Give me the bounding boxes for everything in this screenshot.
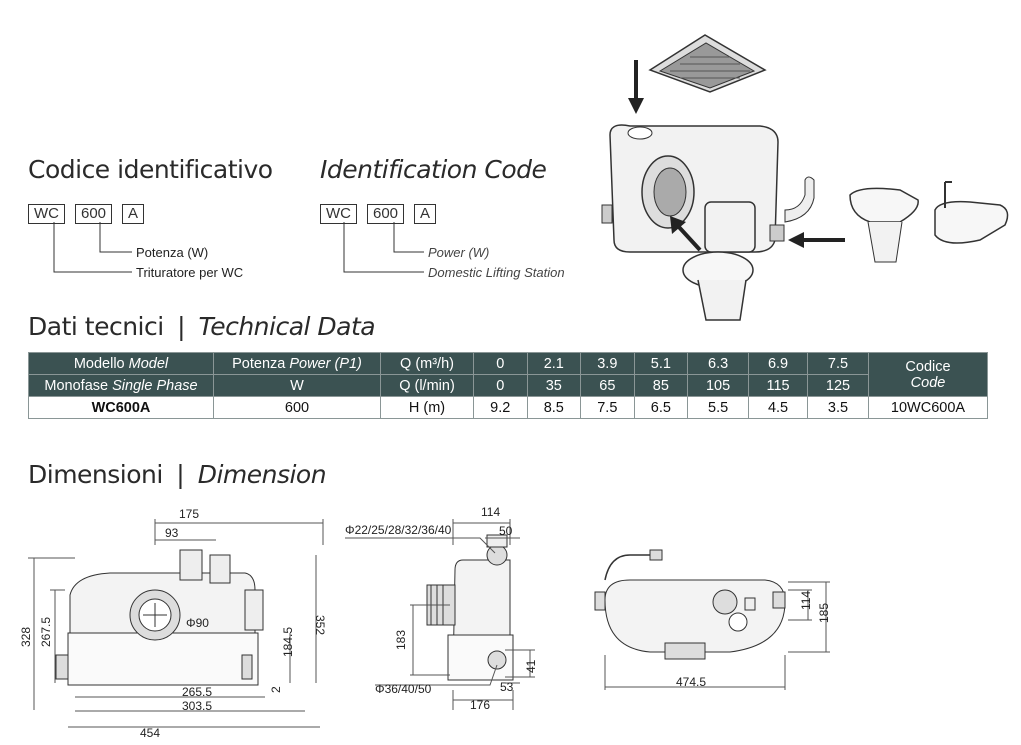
h-label-cell: H (m) — [380, 396, 474, 419]
table-cell: 105 — [687, 374, 750, 397]
code-boxes-en: WC 600 A — [320, 204, 437, 224]
title-separator: | — [177, 312, 186, 341]
power-label-it: Potenza (W) — [136, 245, 209, 260]
phase-header: Monofase Single Phase — [28, 374, 214, 397]
table-cell: 5.5 — [687, 396, 750, 419]
table-row: Modello Model Potenza Power (P1) Q (m³/h… — [28, 352, 988, 397]
toilet-drawing — [682, 201, 756, 321]
table-cell: 35 — [526, 374, 582, 397]
identification-title-it: Codice identificativo — [28, 155, 273, 184]
dim-front-175: 175 — [179, 507, 199, 521]
dimension-title: Dimensioni | Dimension — [28, 460, 327, 489]
q-lmin-header: Q (l/min) — [380, 374, 474, 397]
code-box-a: A — [414, 204, 437, 224]
dimension-title-it: Dimensioni — [28, 460, 163, 489]
table-cell: 5.1 — [633, 352, 689, 375]
table-cell: 0 — [473, 374, 528, 397]
dim-front-303: 303.5 — [182, 699, 212, 713]
code-box-wc: WC — [320, 204, 357, 224]
dim-side-114: 114 — [481, 505, 500, 519]
table-cell: 2.1 — [526, 352, 582, 375]
dim-top-474: 474.5 — [676, 675, 706, 689]
power-cell: 600 — [213, 396, 381, 419]
table-cell: 7.5 — [807, 352, 869, 375]
code-box-a: A — [122, 204, 145, 224]
table-cell: 3.9 — [580, 352, 635, 375]
type-label-en: Domestic Lifting Station — [428, 265, 565, 280]
dim-front-184: 184.5 — [281, 627, 295, 657]
table-cell: 9.2 — [473, 396, 528, 419]
side-view-drawing: 114 50 Φ22/25/28/32/36/40 183 41 53 176 … — [345, 505, 538, 712]
dim-side-183: 183 — [394, 630, 408, 650]
power-header: Potenza Power (P1) — [213, 352, 381, 375]
technical-data-table: Modello Model Potenza Power (P1) Q (m³/h… — [28, 352, 988, 419]
dim-side-176: 176 — [470, 698, 490, 712]
code-cell: 10WC600A — [868, 396, 988, 419]
code-leader-lines-it — [53, 222, 132, 273]
pump-drawing — [601, 124, 785, 253]
code-boxes-it: WC 600 A — [28, 204, 145, 224]
table-cell: 6.5 — [633, 396, 689, 419]
table-cell: 7.5 — [580, 396, 635, 419]
table-cell: 65 — [580, 374, 635, 397]
power-unit-header: W — [213, 374, 381, 397]
front-view-drawing: 175 93 Φ90 328 267.5 352 184.5 2 265.5 3… — [20, 507, 327, 740]
dim-front-352: 352 — [313, 615, 327, 635]
dim-side-phi-bottom: Φ36/40/50 — [375, 682, 432, 696]
q-m3h-header: Q (m³/h) — [380, 352, 474, 375]
table-row: WC600A 600 H (m) 9.2 8.5 7.5 6.5 5.5 4.5… — [28, 396, 988, 419]
washbasin-drawing — [934, 181, 1009, 244]
dimension-title-en: Dimension — [197, 460, 327, 489]
technical-title-en: Technical Data — [198, 312, 376, 341]
dim-front-265: 265.5 — [182, 685, 212, 699]
dim-side-41: 41 — [524, 659, 538, 673]
table-cell: 8.5 — [526, 396, 582, 419]
dim-front-2: 2 — [269, 686, 283, 693]
title-separator: | — [176, 460, 185, 489]
dim-front-267: 267.5 — [39, 617, 53, 647]
dim-top-185: 185 — [817, 603, 831, 623]
installation-illustration — [601, 34, 1009, 321]
arrow-toilet — [676, 224, 702, 252]
top-view-drawing: 114 185 474.5 — [594, 549, 831, 690]
dim-front-d90: Φ90 — [186, 616, 209, 630]
code-box-wc: WC — [28, 204, 65, 224]
table-cell: 115 — [748, 374, 809, 397]
code-box-600: 600 — [75, 204, 113, 224]
table-cell: 3.5 — [807, 396, 869, 419]
table-cell: 6.9 — [748, 352, 809, 375]
shower-tray-drawing — [648, 34, 767, 93]
model-header: Modello Model — [28, 352, 214, 375]
dim-side-53: 53 — [500, 680, 514, 694]
dim-side-50: 50 — [499, 524, 513, 538]
code-box-600: 600 — [367, 204, 405, 224]
identification-title-en: Identification Code — [320, 155, 547, 184]
table-cell: 0 — [473, 352, 528, 375]
technical-title: Dati tecnici | Technical Data — [28, 312, 376, 341]
table-cell: 85 — [633, 374, 689, 397]
dim-front-93: 93 — [165, 526, 179, 540]
code-leader-lines-en — [343, 222, 424, 273]
table-cell: 6.3 — [687, 352, 750, 375]
technical-title-it: Dati tecnici — [28, 312, 164, 341]
table-cell: 4.5 — [748, 396, 809, 419]
power-label-en: Power (W) — [428, 245, 490, 260]
table-cell: 125 — [807, 374, 869, 397]
dim-side-phi-top: Φ22/25/28/32/36/40 — [345, 523, 452, 537]
dim-top-114: 114 — [799, 591, 813, 610]
type-label-it: Trituratore per WC — [136, 265, 244, 280]
dim-front-328: 328 — [20, 627, 33, 647]
dim-front-454: 454 — [140, 726, 160, 740]
model-cell: WC600A — [28, 396, 214, 419]
table-row: Monofase Single Phase W Q (l/min) 0 35 6… — [28, 374, 988, 397]
bidet-drawing — [849, 187, 919, 263]
